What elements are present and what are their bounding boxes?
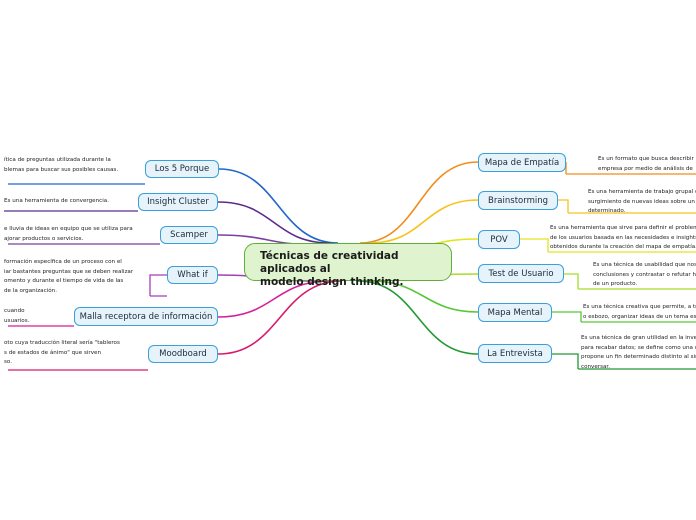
left-connector-0 bbox=[218, 168, 339, 244]
desc-scamper: e lluvia de ideas en equipo que se utili… bbox=[4, 226, 133, 242]
topic-brainstorming[interactable]: Brainstorming bbox=[478, 191, 558, 210]
topic-mapa-de-empatia[interactable]: Mapa de Empatía bbox=[478, 153, 566, 172]
desc-malla-receptora: cuando usuarios. bbox=[4, 308, 30, 324]
desc-brainstorming: Es una herramienta de trabajo grupal q s… bbox=[588, 189, 696, 214]
desc-moodboard: oto cuya traducción literal sería "table… bbox=[4, 340, 120, 365]
right-elbow-2 bbox=[520, 238, 549, 252]
topic-malla-receptora[interactable]: Malla receptora de información bbox=[74, 307, 218, 326]
topic-what-if[interactable]: What if bbox=[167, 266, 218, 284]
topic-insight-cluster[interactable]: Insight Cluster bbox=[138, 193, 218, 211]
left-connector-5 bbox=[217, 280, 343, 355]
right-elbow-4 bbox=[552, 311, 582, 322]
right-elbow-5 bbox=[552, 353, 579, 369]
central-topic-line-1: Técnicas de creatividad aplicados al bbox=[260, 250, 399, 275]
topic-scamper[interactable]: Scamper bbox=[160, 226, 218, 244]
topic-pov[interactable]: POV bbox=[478, 230, 520, 249]
topic-los-5-porque[interactable]: Los 5 Porque bbox=[145, 160, 219, 178]
left-elbow-3 bbox=[149, 274, 167, 296]
left-connector-4 bbox=[217, 280, 331, 318]
desc-la-entrevista: Es una técnica de gran utilidad en la in… bbox=[581, 335, 696, 370]
desc-pov: Es una herramienta que sirve para defini… bbox=[550, 225, 696, 250]
desc-mapa-de-empatia: Es un formato que busca describir empres… bbox=[598, 156, 694, 172]
central-topic[interactable]: Técnicas de creatividad aplicados al mod… bbox=[244, 243, 452, 288]
right-connector-0 bbox=[359, 161, 479, 244]
left-connector-1 bbox=[217, 201, 331, 244]
topic-moodboard[interactable]: Moodboard bbox=[148, 345, 218, 363]
desc-los-5-porque: ítica de preguntas utilizada durante la … bbox=[4, 157, 119, 173]
central-topic-line-2: modelo design thinking. bbox=[260, 276, 404, 288]
right-connector-5 bbox=[357, 280, 479, 355]
topic-la-entrevista[interactable]: La Entrevista bbox=[478, 344, 552, 363]
desc-insight-cluster: Es una herramienta de convergencia. bbox=[4, 198, 109, 204]
right-elbow-3 bbox=[564, 273, 579, 289]
desc-test-de-usuario: Es una técnica de usabilidad que nos con… bbox=[593, 262, 696, 287]
topic-mapa-mental[interactable]: Mapa Mental bbox=[478, 303, 552, 322]
topic-test-de-usuario[interactable]: Test de Usuario bbox=[478, 264, 564, 283]
right-connector-1 bbox=[369, 199, 479, 244]
right-elbow-1 bbox=[558, 199, 569, 213]
desc-what-if: formación específica de un proceso con e… bbox=[4, 259, 134, 294]
desc-mapa-mental: Es una técnica creativa que permite, a t… bbox=[583, 304, 696, 320]
right-connector-4 bbox=[369, 280, 479, 313]
